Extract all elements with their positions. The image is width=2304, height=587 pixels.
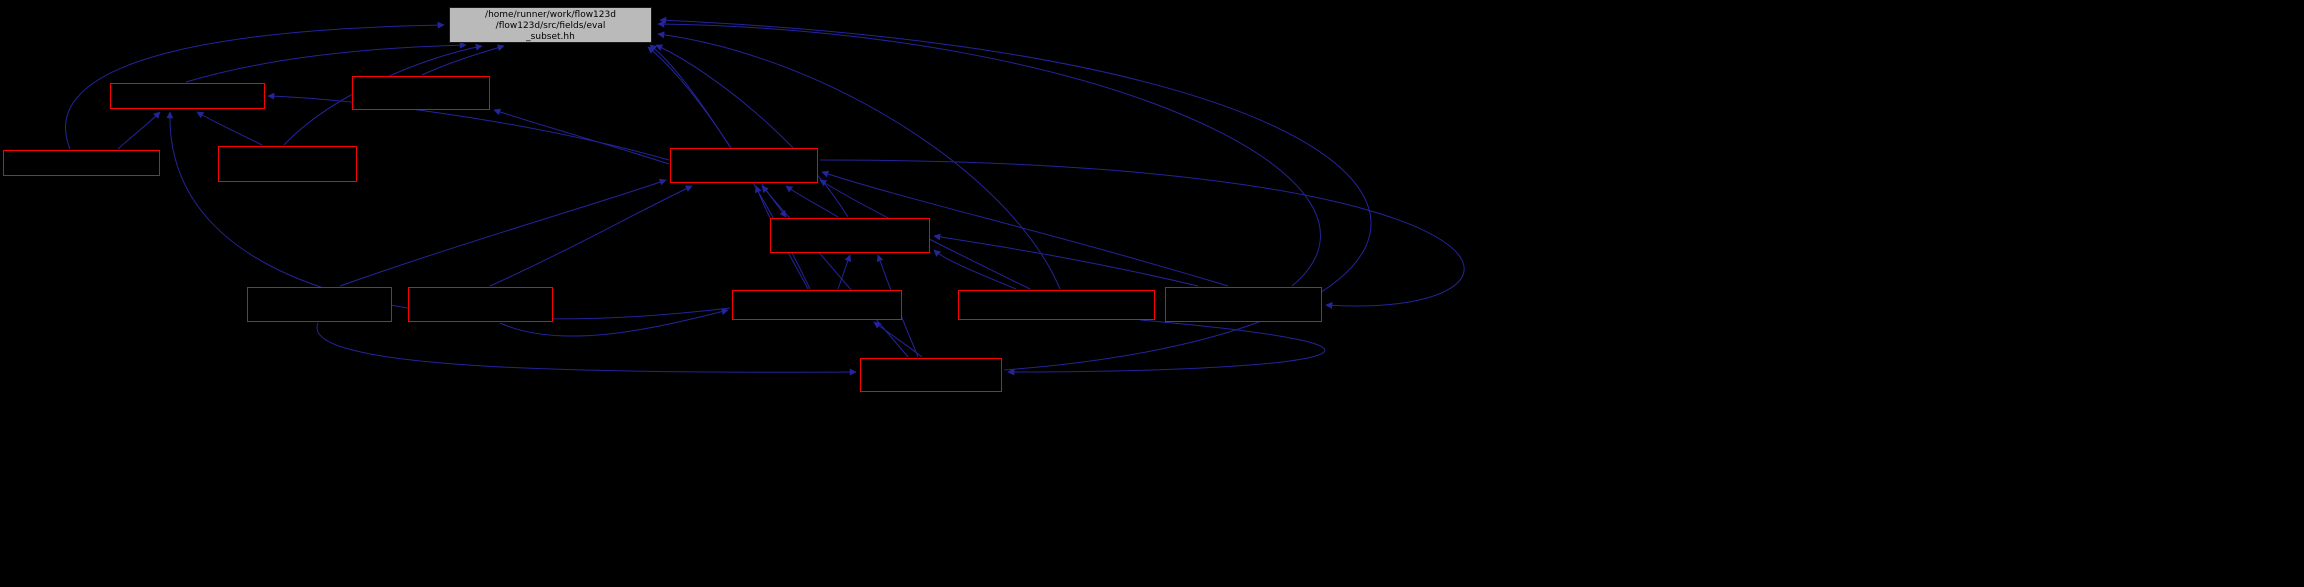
edge [819, 159, 1465, 309]
edge [499, 308, 729, 337]
file-node-1[interactable] [110, 83, 265, 109]
file-node-2[interactable] [352, 76, 490, 110]
root-file-node: /home/runner/work/flow123d /flow123d/src… [449, 7, 652, 43]
edge [659, 16, 1372, 371]
edge [117, 111, 161, 150]
edge [267, 92, 670, 161]
edge [657, 20, 1321, 287]
edge [761, 183, 787, 218]
edge [65, 21, 445, 150]
file-node-9[interactable] [732, 290, 902, 320]
edge [761, 185, 909, 358]
file-node-7[interactable] [247, 287, 392, 322]
root-file-path-line3: _subset.hh [526, 32, 575, 42]
file-node-8[interactable] [408, 287, 553, 322]
file-node-3[interactable] [3, 150, 160, 176]
file-node-10[interactable] [958, 290, 1155, 320]
edge [493, 108, 670, 165]
file-node-11[interactable] [1165, 287, 1322, 322]
file-node-12[interactable] [860, 358, 1002, 392]
edge [489, 185, 693, 287]
edge [196, 111, 263, 146]
root-file-path-line1: /home/runner/work/flow123d [485, 10, 616, 20]
root-file-path-line2: /flow123d/src/fields/eval [495, 21, 606, 31]
edge [785, 185, 839, 218]
edge [185, 41, 467, 83]
file-node-6[interactable] [770, 218, 930, 253]
edge [933, 249, 1017, 290]
edge [873, 321, 923, 358]
edge [421, 44, 505, 76]
edge [316, 322, 857, 376]
edge [837, 254, 852, 290]
edge [655, 44, 849, 218]
edge [339, 178, 667, 287]
edge [821, 170, 1229, 287]
file-node-4[interactable] [218, 146, 357, 182]
edge [933, 233, 1199, 287]
file-node-5[interactable] [670, 148, 818, 183]
edge [1007, 319, 1326, 376]
edge [657, 31, 1061, 290]
